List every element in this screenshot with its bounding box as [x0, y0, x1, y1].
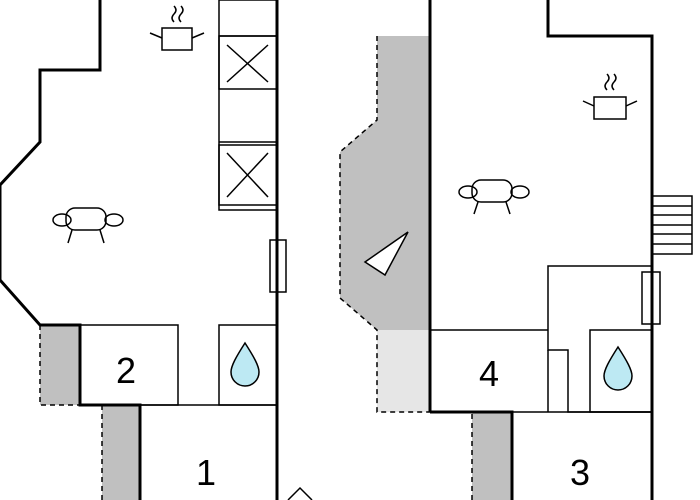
- right-unit-lower-partition: [547, 330, 652, 413]
- terrace-left-path: [102, 405, 140, 500]
- terrace-center: [340, 36, 430, 330]
- fireplace-icon: [363, 231, 409, 277]
- water-drop-icon: [603, 345, 633, 391]
- room-2-label: 2: [116, 350, 136, 391]
- terrace-center-path: [472, 412, 512, 500]
- room-2: [79, 324, 179, 406]
- entrance-marker: [287, 486, 313, 500]
- cooking-pot-icon: [149, 5, 205, 51]
- water-drop-icon: [230, 341, 260, 387]
- right-unit-top-wall: [546, 0, 654, 500]
- room-4-label: 4: [479, 353, 499, 394]
- door-icon: [641, 271, 661, 325]
- cooking-pot-icon: [582, 73, 638, 120]
- stove-burner-icon: [218, 144, 278, 206]
- door-icon: [269, 239, 287, 293]
- room-3-label: 3: [570, 452, 590, 493]
- room-1-label: 1: [196, 452, 216, 493]
- sofa-icon: [458, 179, 530, 215]
- kitchen-counter: [218, 0, 278, 211]
- terrace-center-outline: [339, 36, 430, 413]
- sofa-icon: [52, 207, 124, 244]
- terrace-center-light: [377, 330, 430, 412]
- terrace-left-lower: [40, 325, 80, 405]
- stairs-icon: [651, 195, 693, 255]
- right-unit-partition: [547, 265, 652, 330]
- stove-burner-icon: [218, 35, 278, 90]
